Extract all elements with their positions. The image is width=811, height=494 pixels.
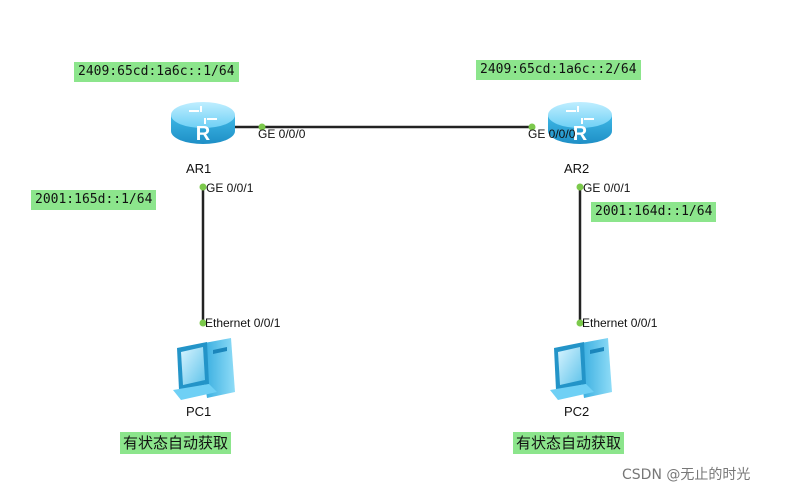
router-icon[interactable]: R [547, 101, 613, 145]
ar1-port-ge000: GE 0/0/0 [258, 127, 306, 141]
pc1-label: PC1 [186, 404, 212, 419]
port-dot-ar1-ge000[interactable] [258, 123, 266, 131]
ar1-wan-address: 2409:65cd:1a6c::1/64 [74, 62, 239, 82]
csdn-watermark: CSDN @无止的时光 [622, 467, 751, 483]
pc1-port-eth: Ethernet 0/0/1 [205, 316, 281, 330]
port-dot-ar2-ge000[interactable] [528, 123, 536, 131]
pc2-label: PC2 [564, 404, 590, 419]
pc2-note: 有状态自动获取 [513, 432, 625, 454]
ar1-lan-address: 2001:165d::1/64 [31, 190, 157, 210]
port-dot-ar2-ge001[interactable] [576, 183, 584, 191]
port-dot-ar1-ge001[interactable] [199, 183, 207, 191]
ar2-port-ge001: GE 0/0/1 [583, 181, 631, 195]
port-dot-pc2-eth[interactable] [576, 319, 584, 327]
ar2-wan-address: 2409:65cd:1a6c::2/64 [476, 60, 641, 80]
router-icon[interactable]: R [170, 101, 236, 145]
ar2-lan-address: 2001:164d::1/64 [591, 202, 717, 222]
ar1-label: AR1 [186, 161, 212, 176]
pc-icon[interactable] [173, 338, 235, 400]
router-letter: R [196, 123, 211, 145]
router-letter: R [573, 123, 588, 145]
pc1-note: 有状态自动获取 [120, 432, 232, 454]
pc2-port-eth: Ethernet 0/0/1 [582, 316, 658, 330]
ar1-port-ge001: GE 0/0/1 [206, 181, 254, 195]
ar2-label: AR2 [564, 161, 590, 176]
port-dot-pc1-eth[interactable] [199, 319, 207, 327]
ar2-port-ge000: GE 0/0/0 [528, 127, 576, 141]
pc-icon[interactable] [550, 338, 612, 400]
